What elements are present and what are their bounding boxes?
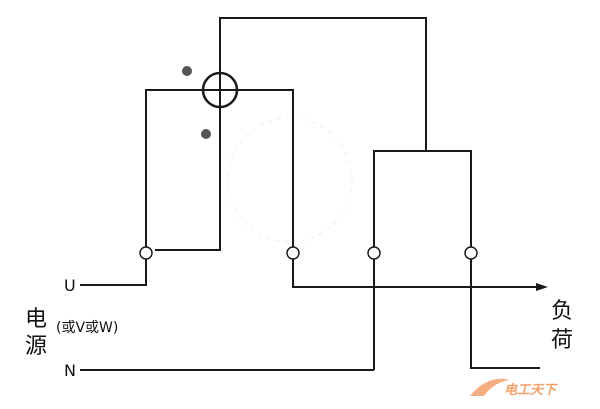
label-source-char-2: 源: [25, 334, 47, 359]
label-u: U: [64, 276, 76, 295]
wiring: [80, 17, 540, 371]
terminal-2: [286, 246, 300, 260]
wire-t4-down: [470, 258, 540, 369]
watermark-text: 电工天下: [504, 382, 559, 398]
arrow-right-icon: [536, 283, 548, 291]
label-n: N: [64, 361, 76, 380]
wire-coil-right: [234, 89, 294, 249]
polarity-dot-top: [182, 66, 192, 76]
label-source-note: (或V或W): [56, 320, 118, 336]
polarity-dot-bottom: [201, 129, 211, 139]
watermark-logo: 电工天下: [470, 378, 559, 398]
wire-u-line: [80, 258, 147, 286]
label-load-char-1: 负: [551, 299, 573, 324]
wire-top-loop: [219, 17, 427, 151]
label-source-char-1: 电: [25, 307, 47, 332]
terminal-1: [139, 246, 153, 260]
wire-coil-down: [155, 106, 221, 251]
wire-left-loop: [145, 89, 205, 249]
wire-box: [373, 150, 472, 249]
terminal-3: [367, 246, 381, 260]
wire-output-line: [292, 258, 540, 288]
watermark-swoosh-icon: [470, 378, 510, 396]
label-load-char-2: 荷: [551, 328, 573, 353]
terminal-4: [464, 246, 478, 260]
faint-stamp-watermark: [227, 117, 353, 243]
